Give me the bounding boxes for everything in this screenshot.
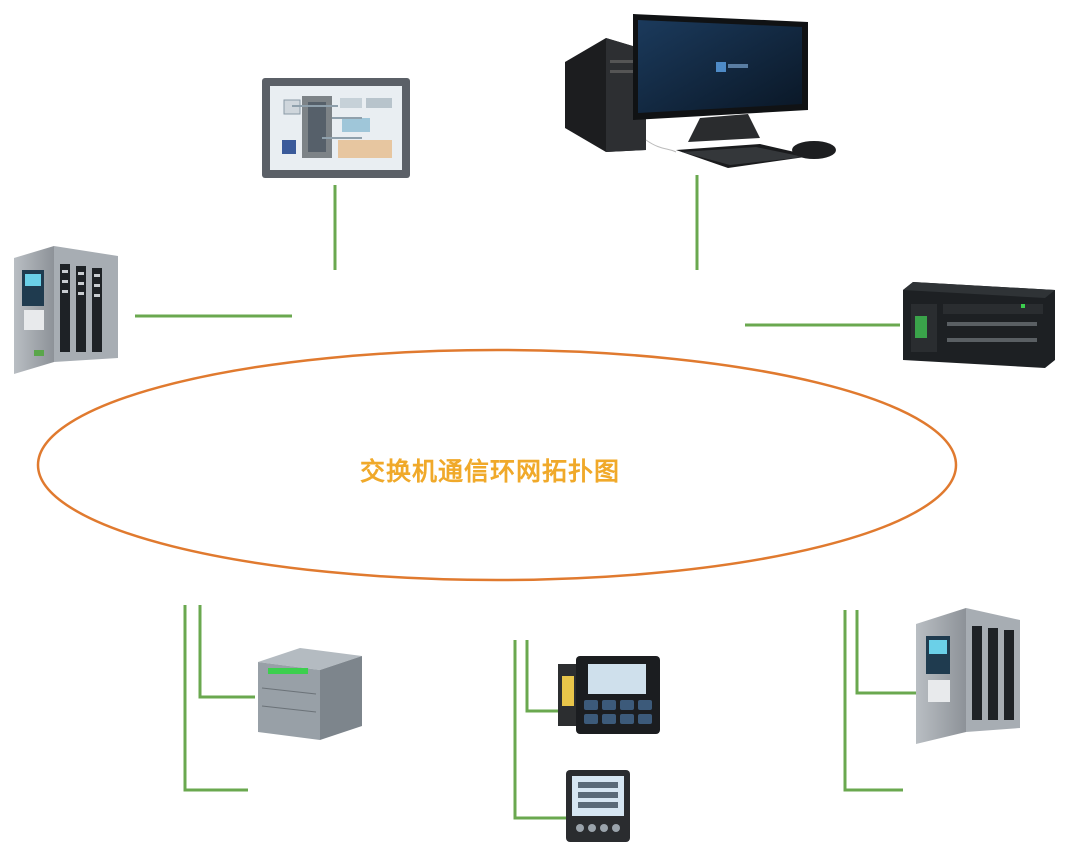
- desktop-computer: [565, 14, 836, 168]
- link-meter: [513, 640, 568, 820]
- link-s7-1500-right: [855, 610, 918, 695]
- ring-network: [36, 348, 958, 582]
- operator-panel-keypad: [558, 656, 660, 734]
- link-io-right: [843, 610, 903, 792]
- link-s7-1200: [198, 605, 255, 699]
- link-keypad: [525, 640, 568, 713]
- power-meter: [566, 770, 630, 842]
- plc-s7-1500-left: [14, 246, 118, 374]
- diagram-title: 交换机通信环网拓扑图: [360, 457, 621, 486]
- plc-compact-controller: [903, 282, 1055, 368]
- plc-s7-1500-right: [916, 608, 1020, 744]
- plc-s7-1200: [258, 648, 362, 740]
- hmi-touch-panel: [262, 78, 410, 178]
- link-io-left: [183, 605, 248, 792]
- network-links: [135, 175, 918, 820]
